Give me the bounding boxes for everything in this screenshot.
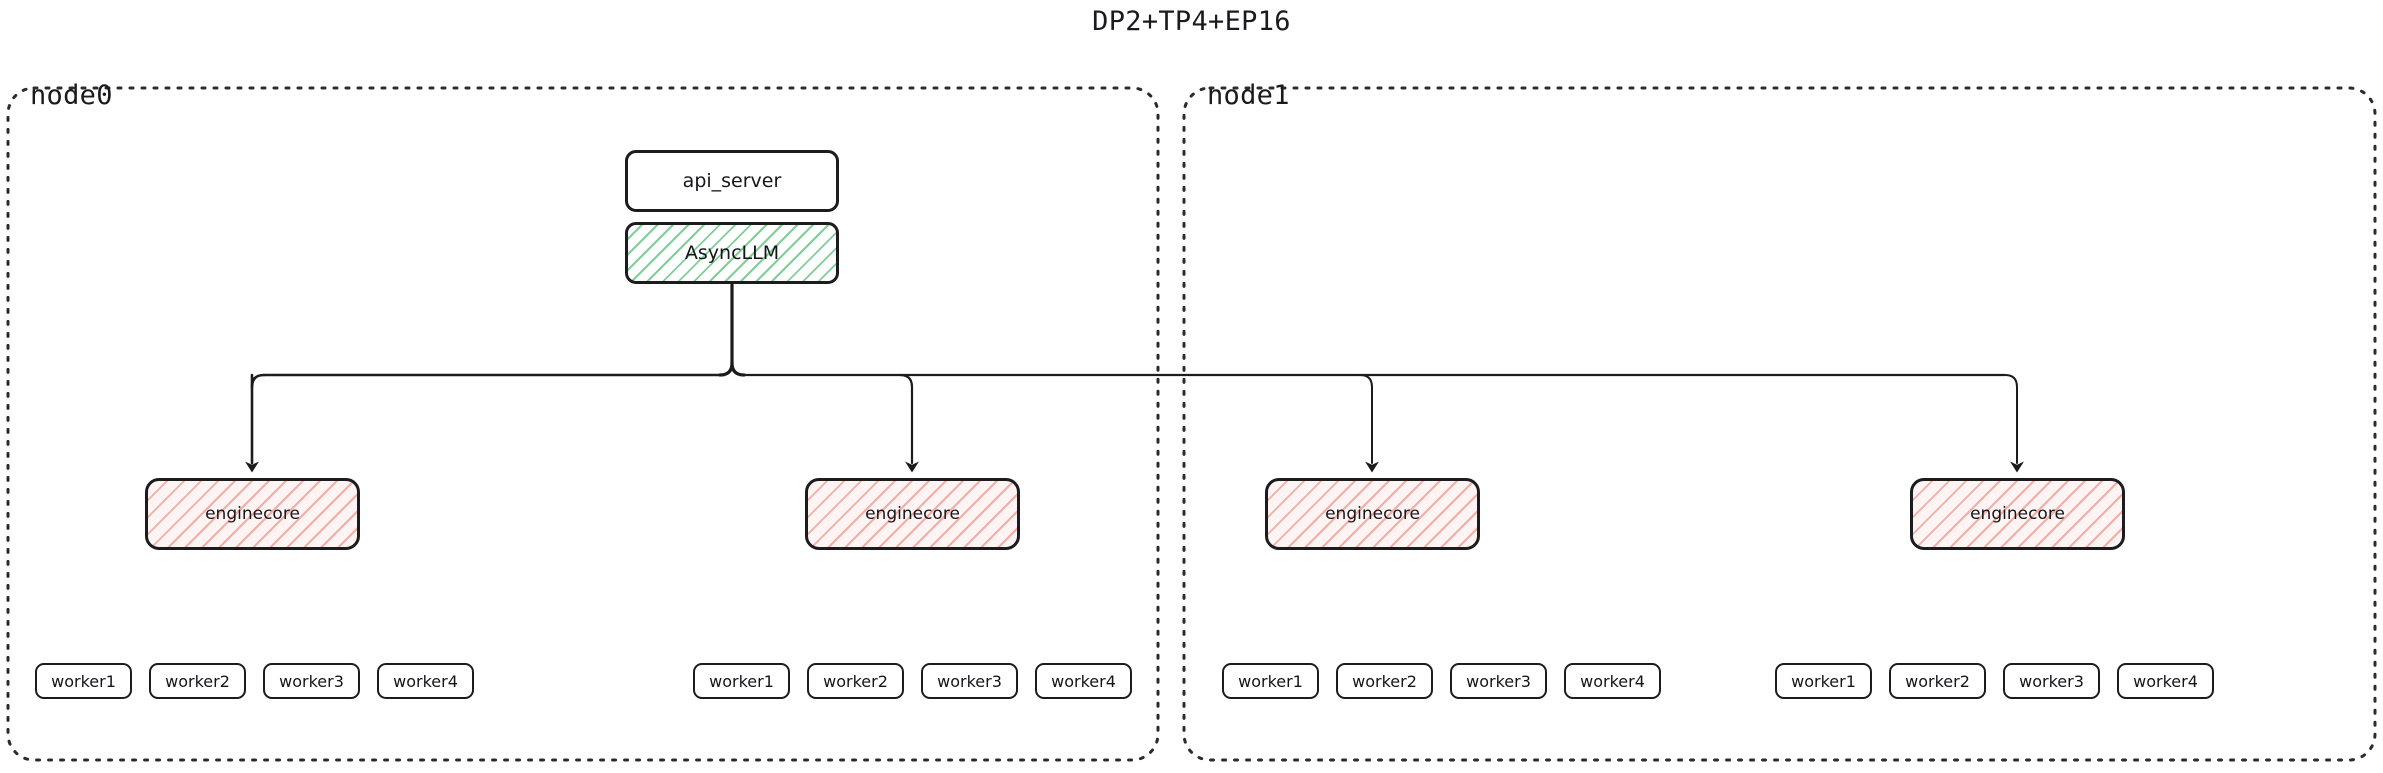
node1-label: node1 bbox=[1207, 80, 1290, 111]
node0-label: node0 bbox=[30, 80, 113, 111]
edge-trunk bbox=[730, 283, 746, 377]
node1-container bbox=[1182, 86, 2377, 762]
enginecore-box-node0-1[interactable]: enginecore bbox=[805, 478, 1020, 550]
page-title: DP2+TP4+EP16 bbox=[1092, 6, 1291, 37]
worker-label: worker3 bbox=[937, 671, 1002, 691]
worker-box-node0-0-4[interactable]: worker4 bbox=[377, 663, 474, 699]
worker-label: worker3 bbox=[1466, 671, 1531, 691]
api-server-box[interactable]: api_server bbox=[625, 150, 839, 212]
worker-label: worker1 bbox=[709, 671, 774, 691]
api-server-label: api_server bbox=[682, 170, 782, 192]
worker-label: worker1 bbox=[1791, 671, 1856, 691]
worker-label: worker1 bbox=[1238, 671, 1303, 691]
worker-box-node1-1-4[interactable]: worker4 bbox=[2117, 663, 2214, 699]
worker-label: worker2 bbox=[1905, 671, 1970, 691]
enginecore-box-node1-0[interactable]: enginecore bbox=[1265, 478, 1480, 550]
edge-corner-3 bbox=[1359, 374, 1373, 388]
worker-box-node0-0-3[interactable]: worker3 bbox=[263, 663, 360, 699]
worker-box-node1-1-3[interactable]: worker3 bbox=[2003, 663, 2100, 699]
enginecore-label: enginecore bbox=[205, 504, 300, 524]
worker-box-node1-0-1[interactable]: worker1 bbox=[1222, 663, 1319, 699]
enginecore-box-node1-1[interactable]: enginecore bbox=[1910, 478, 2125, 550]
worker-label: worker4 bbox=[393, 671, 458, 691]
worker-box-node0-1-4[interactable]: worker4 bbox=[1035, 663, 1132, 699]
worker-box-node0-1-1[interactable]: worker1 bbox=[693, 663, 790, 699]
worker-box-node0-0-2[interactable]: worker2 bbox=[149, 663, 246, 699]
worker-box-node1-1-2[interactable]: worker2 bbox=[1889, 663, 1986, 699]
worker-label: worker4 bbox=[2133, 671, 2198, 691]
asyncllm-box[interactable]: AsyncLLM bbox=[625, 222, 839, 284]
node0-container bbox=[6, 86, 1160, 762]
worker-box-node1-0-3[interactable]: worker3 bbox=[1450, 663, 1547, 699]
edge-corner-2 bbox=[898, 373, 914, 389]
edge-corner-1 bbox=[250, 373, 266, 389]
worker-label: worker3 bbox=[279, 671, 344, 691]
worker-label: worker2 bbox=[823, 671, 888, 691]
worker-label: worker4 bbox=[1580, 671, 1645, 691]
worker-label: worker4 bbox=[1051, 671, 1116, 691]
enginecore-label: enginecore bbox=[1325, 504, 1420, 524]
worker-box-node0-0-1[interactable]: worker1 bbox=[35, 663, 132, 699]
worker-box-node1-0-2[interactable]: worker2 bbox=[1336, 663, 1433, 699]
worker-label: worker2 bbox=[165, 671, 230, 691]
worker-label: worker2 bbox=[1352, 671, 1417, 691]
edge-corner-4 bbox=[2004, 374, 2018, 388]
worker-box-node0-1-2[interactable]: worker2 bbox=[807, 663, 904, 699]
asyncllm-label: AsyncLLM bbox=[684, 242, 780, 264]
enginecore-label: enginecore bbox=[865, 504, 960, 524]
enginecore-box-node0-0[interactable]: enginecore bbox=[145, 478, 360, 550]
worker-box-node1-1-1[interactable]: worker1 bbox=[1775, 663, 1872, 699]
worker-label: worker1 bbox=[51, 671, 116, 691]
enginecore-label: enginecore bbox=[1970, 504, 2065, 524]
worker-box-node1-0-4[interactable]: worker4 bbox=[1564, 663, 1661, 699]
worker-label: worker3 bbox=[2019, 671, 2084, 691]
edge-trunk-left-turn bbox=[718, 361, 734, 377]
worker-box-node0-1-3[interactable]: worker3 bbox=[921, 663, 1018, 699]
